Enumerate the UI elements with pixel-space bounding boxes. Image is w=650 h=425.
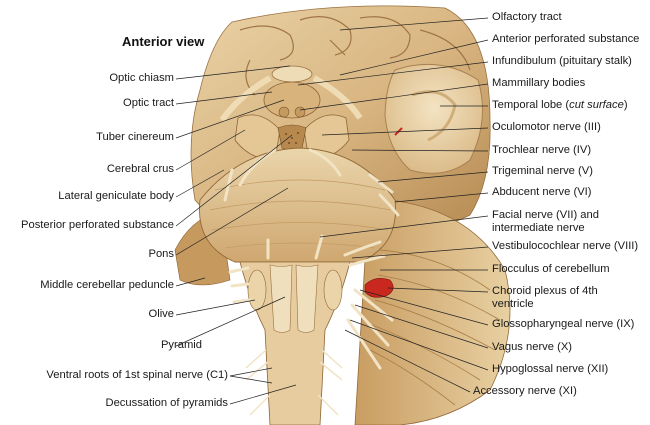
label-accessory-nerve: Accessory nerve (XI) bbox=[473, 385, 577, 397]
label-lateral-geniculate-body: Lateral geniculate body bbox=[58, 190, 174, 202]
label-anterior-perforated-substance: Anterior perforated substance bbox=[492, 33, 640, 45]
label-hypoglossal-nerve: Hypoglossal nerve (XII) bbox=[492, 363, 609, 375]
label-glossopharyngeal-nerve: Glossopharyngeal nerve (IX) bbox=[492, 318, 635, 330]
label-ventral-roots-c1: Ventral roots of 1st spinal nerve (C1) bbox=[46, 369, 228, 381]
label-trochlear-nerve: Trochlear nerve (IV) bbox=[492, 144, 592, 156]
label-vestibulocochlear-nerve: Vestibulocochlear nerve (VIII) bbox=[492, 240, 639, 252]
label-mammillary-bodies: Mammillary bodies bbox=[492, 77, 586, 89]
label-olive: Olive bbox=[148, 308, 175, 320]
label-olfactory-tract: Olfactory tract bbox=[492, 11, 562, 23]
cerebellum-shape bbox=[354, 199, 511, 425]
label-vagus-nerve: Vagus nerve (X) bbox=[492, 341, 573, 353]
temporal-lobe-cut bbox=[384, 63, 483, 174]
label-posterior-perforated-substance: Posterior perforated substance bbox=[21, 219, 174, 231]
label-facial-nerve-line1: Facial nerve (VII) and bbox=[492, 209, 599, 221]
label-tuber-cinereum: Tuber cinereum bbox=[96, 131, 174, 143]
label-temporal-lobe: Temporal lobe (cut surface) bbox=[492, 99, 628, 111]
label-pyramid: Pyramid bbox=[160, 339, 202, 351]
label-choroid-plexus-line1: Choroid plexus of 4th bbox=[492, 285, 598, 297]
choroid-plexus-shape bbox=[364, 278, 394, 298]
label-optic-chiasm: Optic chiasm bbox=[109, 72, 174, 84]
label-flocculus: Flocculus of cerebellum bbox=[492, 263, 610, 275]
label-decussation-of-pyramids: Decussation of pyramids bbox=[105, 397, 229, 409]
label-choroid-plexus-line2: ventricle bbox=[492, 298, 534, 310]
view-title: Anterior view bbox=[122, 34, 205, 49]
label-abducent-nerve: Abducent nerve (VI) bbox=[492, 186, 592, 198]
label-infundibulum: Infundibulum (pituitary stalk) bbox=[492, 55, 632, 67]
label-middle-cerebellar-peduncle: Middle cerebellar peduncle bbox=[40, 279, 174, 291]
label-trigeminal-nerve: Trigeminal nerve (V) bbox=[492, 165, 593, 177]
label-cerebral-crus: Cerebral crus bbox=[106, 163, 174, 175]
label-oculomotor-nerve: Oculomotor nerve (III) bbox=[492, 121, 601, 133]
label-pons: Pons bbox=[148, 248, 175, 260]
optic-chiasm-shape bbox=[271, 65, 313, 83]
label-optic-tract: Optic tract bbox=[123, 97, 174, 109]
label-facial-nerve-line2: intermediate nerve bbox=[492, 222, 585, 234]
leader-lines bbox=[175, 17, 489, 405]
